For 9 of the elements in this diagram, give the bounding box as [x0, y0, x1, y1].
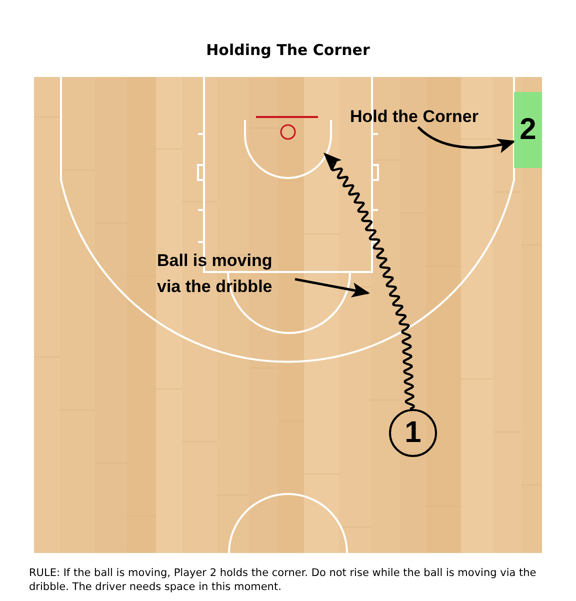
- dribble-arrow: [324, 152, 415, 410]
- caption: RULE: If the ball is moving, Player 2 holds the corner. Do not rise while the ball is moving via the dribble. The driver needs space in this moment.: [29, 566, 538, 594]
- callout-text: Hold the Corner: [350, 106, 478, 127]
- player-circle: 1: [389, 409, 437, 457]
- player-marker: 2: [514, 92, 542, 168]
- callout-text: Ball is moving via the dribble: [157, 248, 295, 300]
- curved-arrow: [417, 126, 516, 153]
- title: Holding The Corner: [206, 41, 370, 59]
- arrow: [294, 278, 370, 298]
